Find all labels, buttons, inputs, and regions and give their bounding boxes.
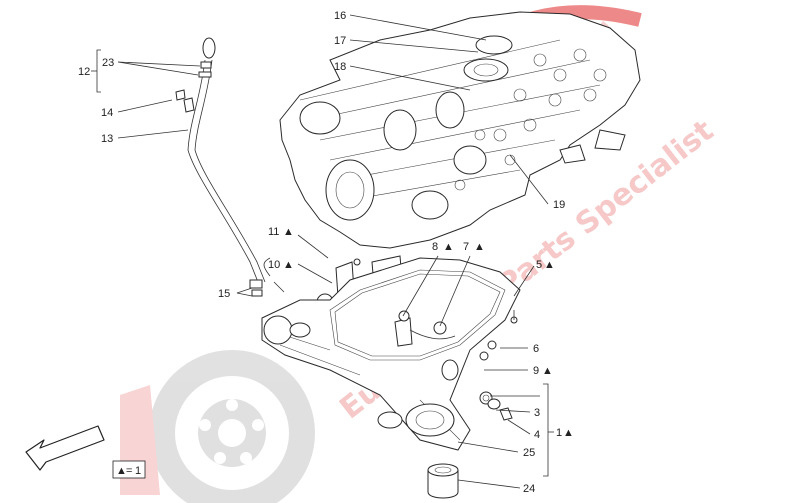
callout-3[interactable]: 3 xyxy=(534,407,540,419)
callout-7[interactable]: 7 xyxy=(463,241,469,253)
watermark-brake-disc xyxy=(120,350,315,503)
oil-filler-cap xyxy=(475,35,513,55)
legend-marker: ▲ xyxy=(116,465,127,477)
oil-pan xyxy=(261,257,521,451)
callout-13[interactable]: 13 xyxy=(101,133,113,145)
callout-1[interactable]: 1 xyxy=(556,427,562,439)
callout-23[interactable]: 23 xyxy=(102,57,114,69)
kit-marker-7: ▲ xyxy=(474,241,485,253)
drain-plug xyxy=(479,391,513,421)
callout-6[interactable]: 6 xyxy=(533,343,539,355)
callout-16[interactable]: 16 xyxy=(334,10,346,22)
arrow-left-down-icon xyxy=(25,425,105,471)
leader-lines xyxy=(91,14,554,489)
kit-marker-9: ▲ xyxy=(542,365,553,377)
callout-4[interactable]: 4 xyxy=(534,429,540,441)
callout-19[interactable]: 19 xyxy=(553,199,565,211)
oil-filter xyxy=(427,463,459,499)
callout-8[interactable]: 8 xyxy=(432,241,438,253)
callout-15[interactable]: 15 xyxy=(218,288,230,300)
callout-25[interactable]: 25 xyxy=(523,447,535,459)
legend-box: ▲ = 1 xyxy=(112,460,146,479)
kit-marker-10: ▲ xyxy=(283,259,294,271)
kit-marker-5: ▲ xyxy=(544,259,555,271)
callout-24[interactable]: 24 xyxy=(523,483,535,495)
callouts: 16 17 18 19 23 12 14 13 15 11 ▲ 10 ▲ 8 ▲… xyxy=(78,10,574,495)
callout-10[interactable]: 10 xyxy=(268,259,280,271)
callout-18[interactable]: 18 xyxy=(334,61,346,73)
engine-block xyxy=(279,11,641,249)
legend-value: 1 xyxy=(135,465,141,477)
callout-12[interactable]: 12 xyxy=(78,66,90,78)
kit-marker-1: ▲ xyxy=(563,427,574,439)
callout-11[interactable]: 11 xyxy=(268,226,279,238)
legend-equals: = xyxy=(126,465,132,477)
kit-marker-11: ▲ xyxy=(283,226,294,238)
callout-5[interactable]: 5 xyxy=(536,259,542,271)
callout-9[interactable]: 9 xyxy=(533,365,539,377)
dipstick-tube xyxy=(175,37,285,297)
kit-marker-8: ▲ xyxy=(443,241,454,253)
callout-14[interactable]: 14 xyxy=(101,107,113,119)
callout-17[interactable]: 17 xyxy=(334,35,346,47)
